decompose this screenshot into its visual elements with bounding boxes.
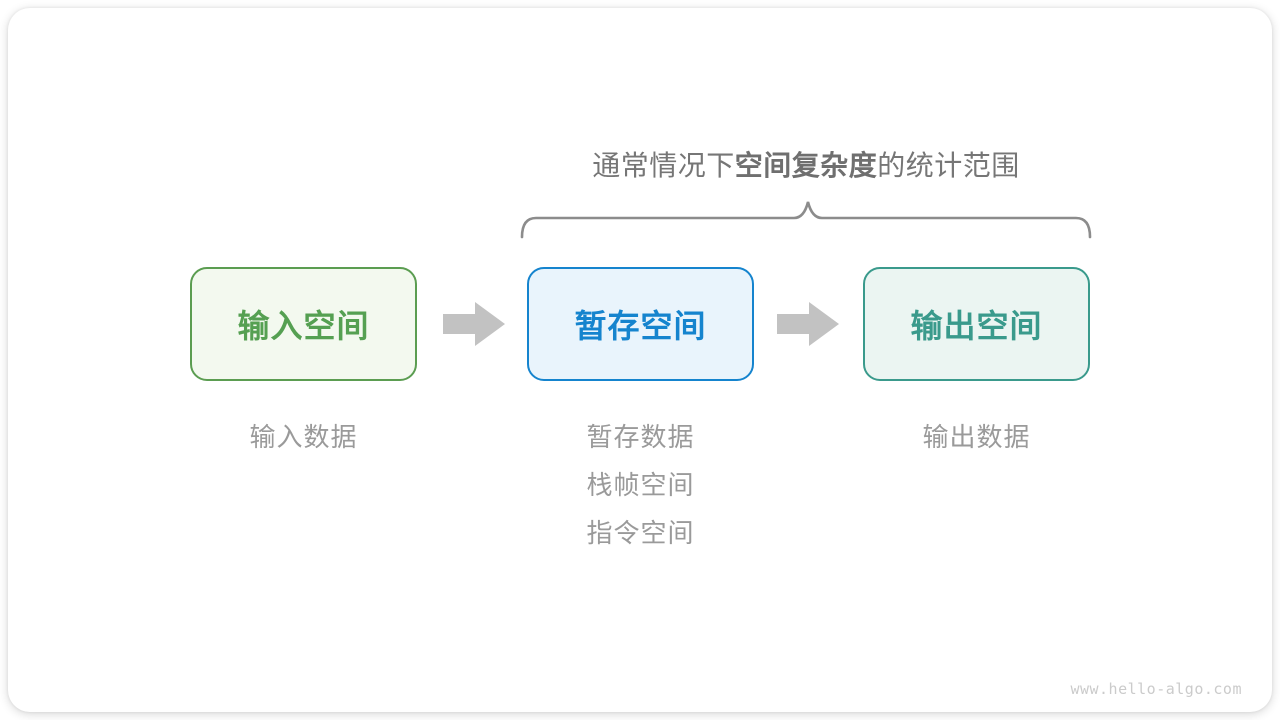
note-line: 暂存数据 <box>586 422 695 452</box>
watermark: www.hello-algo.com <box>1070 680 1242 698</box>
arrow-right-shape <box>777 302 839 346</box>
output-space-label: 输出空间 <box>910 308 1043 344</box>
temp-space-box: 暂存空间 <box>527 267 754 381</box>
note-line: 输入数据 <box>249 422 358 452</box>
note-line: 指令空间 <box>586 518 695 548</box>
temp-space-label: 暂存空间 <box>574 308 707 344</box>
scope-brace <box>520 201 1092 239</box>
diagram-title: 通常情况下空间复杂度的统计范围 <box>514 144 1098 184</box>
title-emphasis: 空间复杂度 <box>734 150 878 181</box>
output-notes: 输出数据 <box>863 413 1090 461</box>
output-space-box: 输出空间 <box>863 267 1090 381</box>
input-space-box: 输入空间 <box>190 267 417 381</box>
note-line: 输出数据 <box>922 422 1031 452</box>
arrow-right-shape <box>443 302 505 346</box>
scope-brace-path <box>520 201 1092 239</box>
input-space-label: 输入空间 <box>237 308 370 344</box>
title-prefix: 通常情况下 <box>592 150 735 181</box>
arrow-right-icon <box>777 302 839 346</box>
note-line: 栈帧空间 <box>586 470 695 500</box>
arrow-right-icon <box>443 302 505 346</box>
input-notes: 输入数据 <box>190 413 417 461</box>
title-suffix: 的统计范围 <box>877 150 1020 181</box>
temp-notes: 暂存数据 栈帧空间 指令空间 <box>527 413 754 557</box>
